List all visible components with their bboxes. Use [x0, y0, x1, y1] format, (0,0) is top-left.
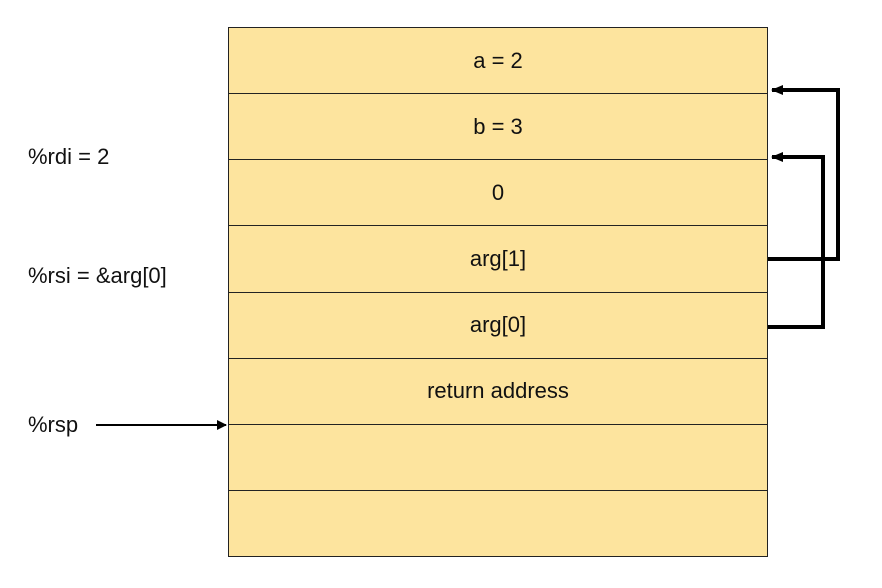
stack-cell: arg[1]: [229, 226, 767, 293]
stack-cell: 0: [229, 160, 767, 227]
stack-cell: [229, 490, 767, 556]
rdi-register-label: %rdi = 2: [28, 144, 110, 169]
rsp-register-label: %rsp: [28, 412, 79, 437]
stack-cell: b = 3: [229, 94, 767, 161]
arg0-to-b-arrow: [768, 152, 825, 329]
arg1-to-a-arrow: [768, 85, 840, 261]
stack-cell: arg[0]: [229, 292, 767, 359]
stack-cell: a = 2: [229, 28, 767, 95]
rsi-register-label: %rsi = &arg[0]: [28, 263, 167, 288]
stack-cell: return address: [229, 358, 767, 425]
stack-cell: [229, 424, 767, 491]
